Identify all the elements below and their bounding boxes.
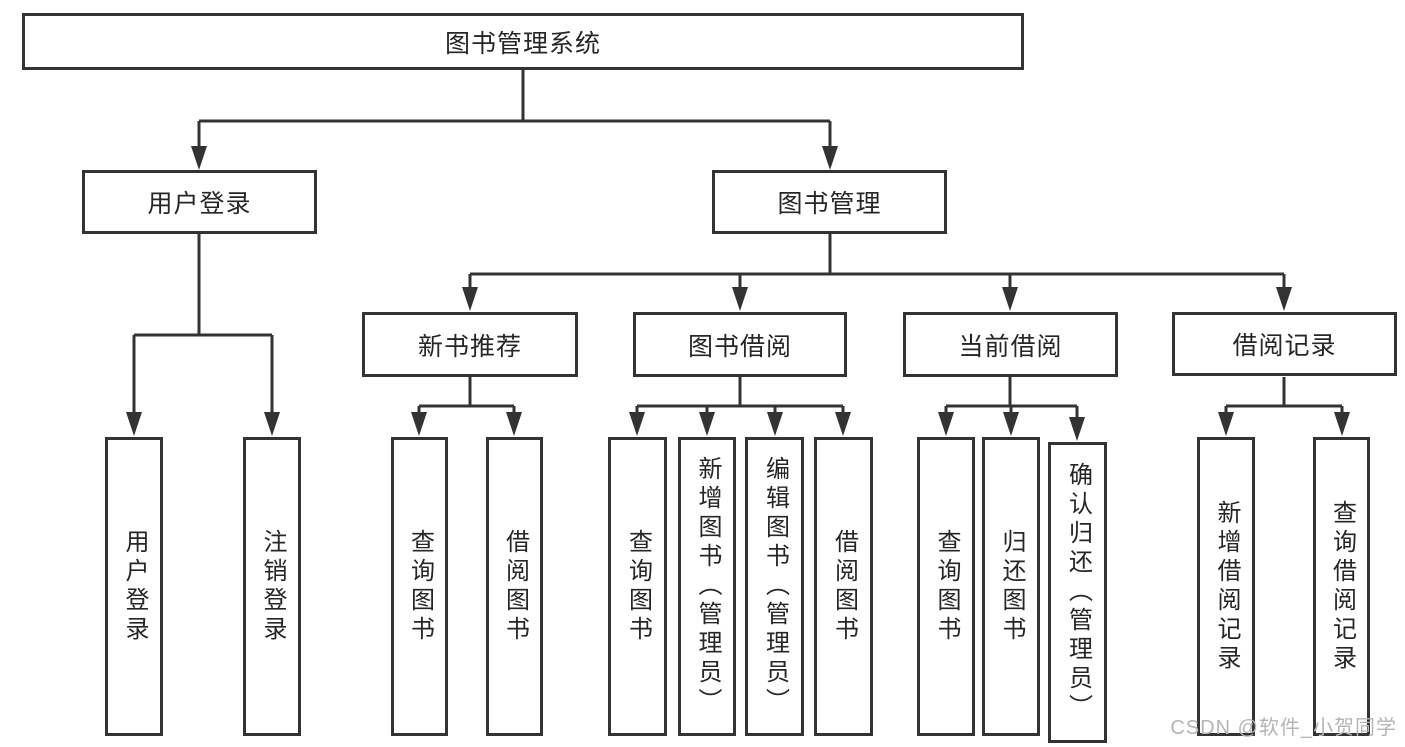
node-book-management: 图书管理	[712, 170, 947, 234]
leaf-user-login: 用户登录	[105, 437, 163, 736]
leaf-query-books-current: 查询图书	[917, 437, 975, 736]
leaf-borrow-books: 借阅图书	[814, 437, 873, 736]
leaf-label: 借阅图书	[501, 528, 529, 645]
node-current-borrowing: 当前借阅	[903, 312, 1118, 377]
leaf-return-books: 归还图书	[982, 437, 1040, 736]
leaf-confirm-return-admin: 确认归还（管理员）	[1048, 442, 1107, 743]
node-label: 当前借阅	[958, 332, 1063, 361]
leaf-label: 查询图书	[406, 528, 434, 645]
node-library-management-system: 图书管理系统	[22, 13, 1024, 70]
leaf-add-books-admin: 新增图书（管理员）	[678, 437, 736, 736]
leaf-label: 查询图书	[933, 528, 960, 645]
node-label: 新书推荐	[417, 332, 522, 361]
leaf-label: 用户登录	[121, 528, 148, 645]
csdn-watermark: CSDN @软件_小贺同学	[1170, 717, 1397, 739]
leaf-label: 确认归还（管理员）	[1064, 462, 1092, 723]
leaf-label: 借阅图书	[830, 528, 858, 645]
leaf-label: 新增借阅记录	[1213, 499, 1240, 674]
leaf-edit-books-admin: 编辑图书（管理员）	[745, 437, 804, 736]
node-book-borrowing: 图书借阅	[633, 312, 847, 377]
node-label: 图书管理	[777, 190, 882, 218]
node-label: 图书管理系统	[444, 29, 601, 58]
node-new-book-recommendation: 新书推荐	[362, 312, 578, 377]
leaf-label: 查询图书	[624, 528, 652, 645]
leaf-logout: 注销登录	[243, 437, 301, 736]
arrowheads	[126, 146, 1350, 441]
leaf-add-borrow-record: 新增借阅记录	[1197, 437, 1255, 736]
leaf-borrow-books-recommend: 借阅图书	[486, 437, 543, 736]
node-user-login: 用户登录	[82, 170, 317, 234]
leaf-label: 新增图书（管理员）	[694, 456, 721, 717]
leaf-label: 查询借阅记录	[1328, 499, 1356, 674]
leaf-label: 编辑图书（管理员）	[761, 456, 789, 717]
leaf-label: 归还图书	[998, 528, 1025, 645]
leaf-query-books-borrowing: 查询图书	[608, 437, 667, 736]
leaf-query-borrow-record: 查询借阅记录	[1313, 437, 1370, 736]
node-label: 用户登录	[147, 190, 252, 218]
leaf-query-books-recommend: 查询图书	[391, 437, 448, 736]
leaf-label: 注销登录	[259, 528, 286, 645]
node-label: 图书借阅	[687, 332, 792, 361]
node-label: 借阅记录	[1232, 332, 1337, 360]
node-borrowing-records: 借阅记录	[1172, 312, 1397, 376]
